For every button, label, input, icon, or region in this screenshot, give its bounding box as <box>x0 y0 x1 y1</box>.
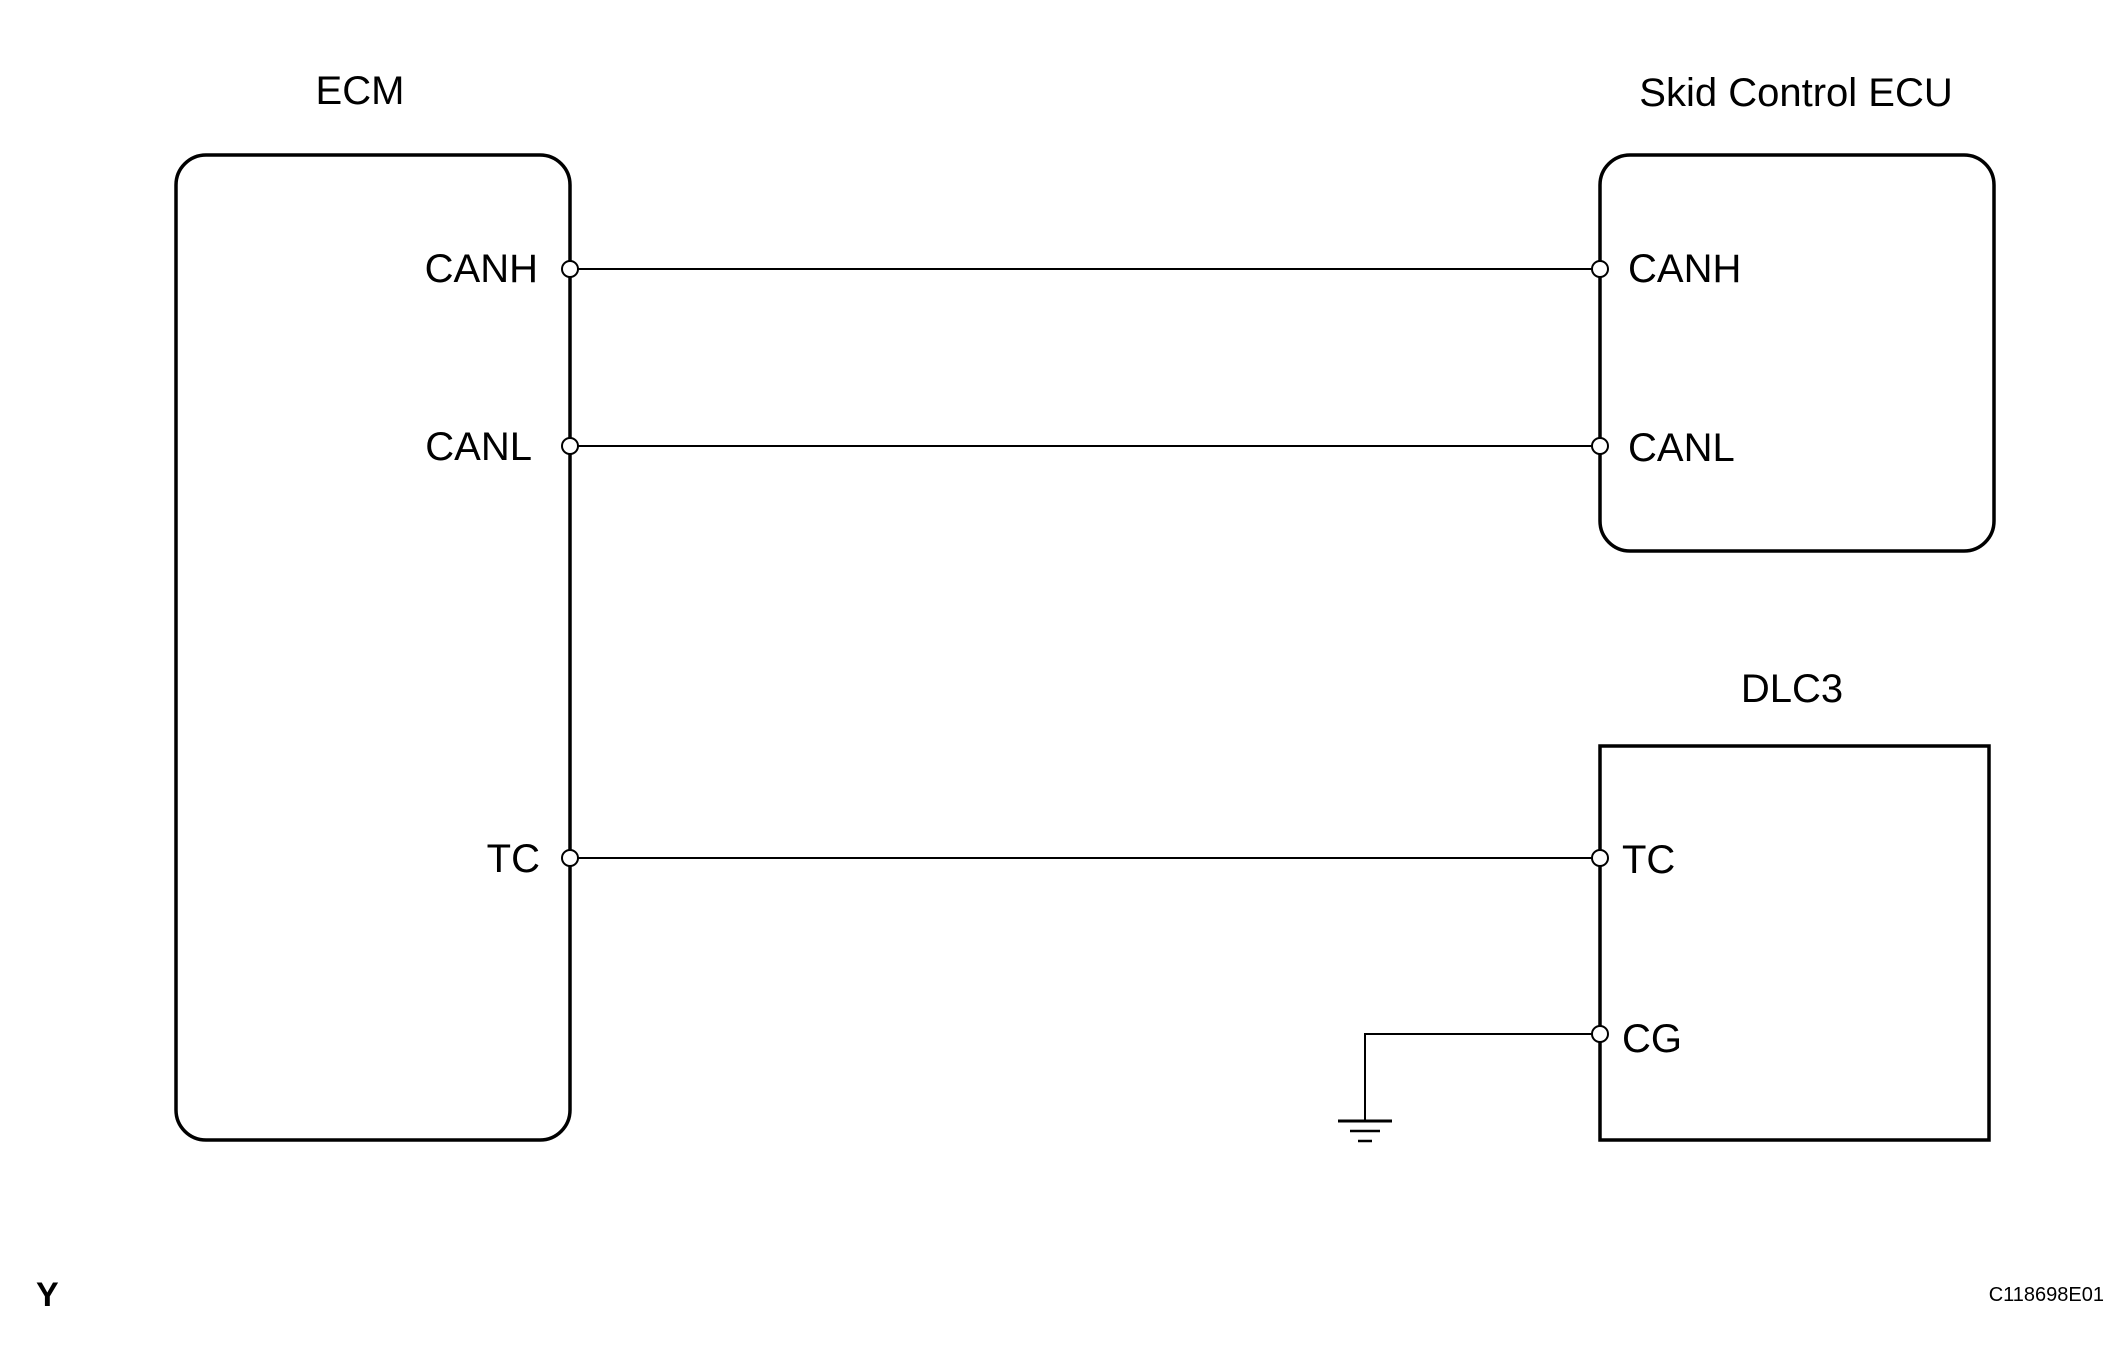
dlc3-title: DLC3 <box>1741 667 1843 711</box>
wire-cg-ground <box>1364 1033 1600 1121</box>
skid-control-ecu-title: Skid Control ECU <box>1639 71 1952 115</box>
skid-ecu-canl-terminal <box>1591 437 1609 455</box>
figure-code: C118698E01 <box>1989 1284 2104 1306</box>
dlc3-pin-cg-label: CG <box>1622 1017 1682 1061</box>
dlc3-cg-terminal <box>1591 1025 1609 1043</box>
skid-ecu-pin-canh-label: CANH <box>1628 247 1741 291</box>
ecm-canl-terminal <box>561 437 579 455</box>
ecm-title: ECM <box>316 69 405 113</box>
ecm-pin-tc-label: TC <box>487 837 540 881</box>
dlc3-tc-terminal <box>1591 849 1609 867</box>
corner-letter: Y <box>36 1276 59 1314</box>
skid-ecu-pin-canl-label: CANL <box>1628 426 1735 470</box>
skid-ecu-canh-terminal <box>1591 260 1609 278</box>
skid-control-ecu-box <box>1598 153 1996 553</box>
ecm-tc-terminal <box>561 849 579 867</box>
ground-icon <box>1338 1119 1392 1143</box>
ecm-component: ECM CANH CANL TC <box>174 69 572 1142</box>
dlc3-box <box>1598 744 1991 1142</box>
ecm-pin-canl-label: CANL <box>425 425 532 469</box>
ecm-box <box>174 153 572 1142</box>
ecm-canh-terminal <box>561 260 579 278</box>
dlc3-pin-tc-label: TC <box>1622 838 1675 882</box>
skid-control-ecu-component: Skid Control ECU CANH CANL <box>1598 71 1996 553</box>
ecm-pin-canh-label: CANH <box>425 247 538 291</box>
dlc3-component: DLC3 TC CG <box>1598 667 1991 1142</box>
